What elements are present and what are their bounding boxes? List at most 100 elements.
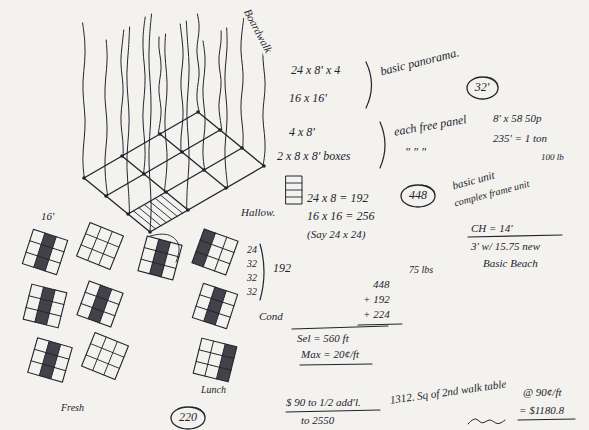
plan-tile: [193, 338, 237, 382]
grid-line: [122, 156, 188, 210]
tile-fill: [88, 285, 112, 323]
handwritten-note: 32: [246, 272, 258, 284]
tile-fill: [216, 344, 236, 382]
tile-fill: [204, 287, 227, 325]
handwritten-note: Fresh: [60, 402, 85, 414]
tile-line: [205, 341, 214, 376]
tile-line: [46, 290, 55, 325]
post-line: [197, 14, 199, 112]
post-node: [120, 154, 124, 158]
tile-outline: [23, 284, 67, 328]
handwritten-note: Max = 20¢/ft: [300, 348, 360, 361]
tile-line: [144, 248, 179, 257]
post-line: [219, 31, 222, 130]
brace: [380, 122, 385, 168]
post-line: [225, 28, 228, 188]
handwritten-note: 8' x 58 50p: [492, 112, 543, 125]
module-line: [286, 197, 302, 198]
circled-number: 32': [466, 81, 499, 95]
tile-line: [26, 307, 61, 316]
handwritten-note: 192: [272, 262, 292, 276]
circled-figure: 448: [400, 184, 436, 208]
tile-line: [34, 349, 69, 359]
post-line: [143, 17, 145, 174]
module-line: [286, 183, 302, 184]
brace: [260, 244, 264, 300]
tile-fill: [192, 229, 216, 267]
handwritten-note: + 224: [362, 308, 391, 321]
stair-hatch: [150, 201, 172, 219]
post-line: [186, 21, 189, 210]
handwritten-note: Hallow.: [240, 206, 276, 219]
handwritten-note: basic panorama.: [378, 46, 462, 79]
tile-line: [161, 242, 170, 277]
tile-fill: [34, 233, 57, 271]
plan-tile: [23, 284, 67, 328]
post-line: [158, 37, 161, 134]
post-line: [241, 18, 244, 148]
post-node: [158, 132, 162, 136]
tile-line: [214, 237, 226, 271]
module-outline: [286, 176, 302, 204]
post-node: [224, 186, 228, 190]
handwritten-note: 100 lb: [540, 152, 565, 162]
circled-number: 220: [170, 411, 206, 425]
tile-line: [39, 341, 49, 376]
post-node: [186, 208, 190, 212]
handwritten-note: $ 90 to 1/2 add'l.: [285, 396, 362, 409]
tile-outline: [192, 283, 237, 328]
underline: [518, 419, 575, 420]
stair-hatch: [161, 195, 183, 213]
tile-line: [45, 237, 56, 271]
post-line: [180, 24, 183, 152]
post-node: [148, 230, 152, 234]
tile-fill: [35, 287, 55, 325]
tile-line: [216, 344, 225, 379]
plan-tiles: [22, 223, 238, 383]
post-node: [218, 128, 222, 132]
handwritten-note: 32: [246, 286, 258, 298]
tile-outline: [77, 281, 123, 327]
tile-line: [88, 285, 100, 319]
handwritten-note: Boardwalk: [241, 6, 276, 56]
handwritten-note: @ 90¢/ft: [522, 386, 563, 399]
circled-number: 448: [400, 189, 436, 203]
tile-scribble: [150, 234, 179, 262]
tile-line: [86, 234, 119, 247]
plan-tile: [28, 338, 73, 383]
handwritten-note: Basic Beach: [482, 257, 539, 270]
post-node: [104, 194, 108, 198]
tile-line: [81, 303, 115, 315]
tile-line: [215, 291, 226, 325]
tile-line: [91, 344, 124, 357]
post-node: [202, 168, 206, 172]
handwritten-note: " " ": [404, 146, 427, 160]
tile-outline: [192, 229, 238, 275]
tile-line: [99, 232, 112, 265]
tile-line: [99, 289, 111, 323]
plan-tile: [138, 236, 182, 280]
plan-tile: [82, 333, 129, 380]
circled-figure: 32': [466, 76, 499, 100]
tile-line: [93, 337, 106, 370]
handwritten-note: CH = 14': [470, 222, 514, 235]
grid-line: [160, 134, 226, 188]
tile-line: [81, 245, 114, 258]
tile-line: [196, 306, 230, 317]
handwritten-note: 24: [246, 244, 258, 256]
handwritten-note: (Say 24 x 24): [306, 228, 366, 241]
signature-scribble: [468, 419, 505, 424]
tile-line: [30, 241, 64, 252]
handwritten-note: = $1180.8: [518, 404, 565, 417]
plan-tile: [22, 229, 67, 274]
post-line: [203, 41, 205, 170]
post-node: [164, 190, 168, 194]
post-node: [196, 110, 200, 114]
tile-line: [51, 344, 61, 379]
handwritten-note: 2 x 8 x 8' boxes: [276, 150, 352, 164]
post-node: [262, 164, 266, 168]
handwritten-note: 4 x 8': [288, 126, 316, 140]
handwritten-note: Sel = 560 ft: [296, 332, 350, 345]
tile-outline: [77, 223, 124, 270]
